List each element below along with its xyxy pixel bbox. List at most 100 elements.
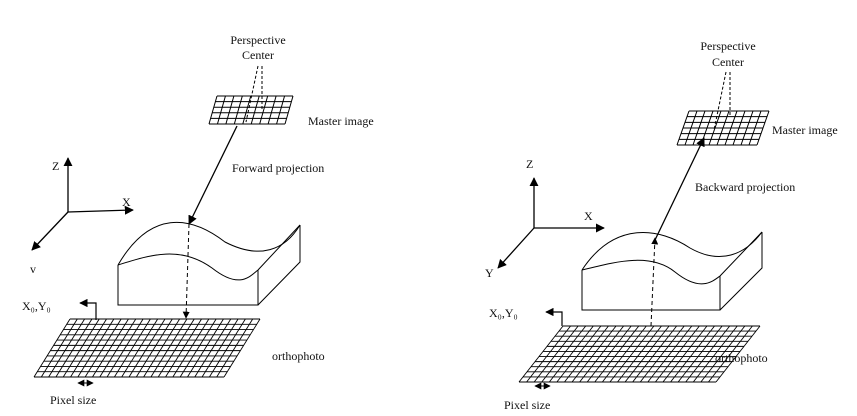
grid-line <box>225 95 235 125</box>
perspective-center-label: Center <box>242 48 274 62</box>
grid-line <box>692 325 738 383</box>
origin-arrow <box>79 298 97 320</box>
forward-projection-panel: Perspective Center Master image Forward … <box>22 33 374 407</box>
grid-line <box>121 318 159 378</box>
grid-line <box>208 95 218 125</box>
grid-line <box>70 318 107 378</box>
projection-label: Backward projection <box>695 180 795 194</box>
z-axis-label: Z <box>52 159 59 173</box>
grid-line <box>685 325 731 383</box>
projection-label: Forward projection <box>232 161 324 175</box>
perspective-center-label: Perspective <box>230 33 285 47</box>
grid-line <box>92 318 129 378</box>
grid-line <box>77 318 115 378</box>
grid-line <box>150 318 188 378</box>
origin-label: X₀,Y₀ <box>22 299 51 313</box>
grid-line <box>157 318 195 378</box>
grid-line <box>639 325 685 383</box>
grid-line <box>579 325 624 383</box>
grid-line <box>276 95 286 125</box>
grid-line <box>715 325 761 383</box>
grid-line <box>84 318 122 378</box>
vertical-projection-line <box>182 223 190 319</box>
grid-line <box>518 325 564 383</box>
grid-line <box>624 325 670 383</box>
grid-line <box>662 325 708 383</box>
grid-line <box>209 318 246 378</box>
perspective-ray <box>245 65 259 123</box>
y-axis-label: Y <box>485 266 494 280</box>
master-image-label: Master image <box>772 123 838 137</box>
grid-line <box>564 325 609 383</box>
grid-line <box>242 95 252 125</box>
grid-line <box>284 95 294 125</box>
grid-line <box>187 318 224 378</box>
grid-line <box>48 318 85 378</box>
grid-line <box>179 318 217 378</box>
grid-line <box>106 318 144 378</box>
grid-line <box>223 318 261 378</box>
terrain-surface <box>117 221 301 306</box>
grid-line <box>259 95 269 125</box>
backward-projection-panel: Perspective Center Master image Backward… <box>485 39 838 412</box>
grid-line <box>708 325 753 383</box>
grid-line <box>267 95 277 125</box>
x-axis-label: X <box>122 195 131 209</box>
grid-line <box>99 318 137 378</box>
grid-line <box>40 318 78 378</box>
grid-line <box>609 325 655 383</box>
grid-line <box>601 325 647 383</box>
master-image-label: Master image <box>308 114 374 128</box>
grid-line <box>586 325 632 383</box>
grid-line <box>548 325 594 383</box>
grid-line <box>556 325 602 383</box>
backward-projection-arrow <box>654 137 705 241</box>
master-image-grid <box>676 110 770 146</box>
grid-line <box>165 318 202 378</box>
vertical-projection-line <box>650 237 659 327</box>
forward-projection-arrow <box>188 125 238 225</box>
origin-label: X₀,Y₀ <box>489 306 518 320</box>
grid-line <box>143 318 180 378</box>
grid-line <box>128 318 166 378</box>
coordinate-axes <box>31 157 134 251</box>
grid-line <box>526 325 571 383</box>
grid-line <box>700 325 746 383</box>
z-axis-label: Z <box>526 157 533 171</box>
grid-line <box>670 325 715 383</box>
grid-line <box>201 318 239 378</box>
grid-line <box>571 325 617 383</box>
grid-line <box>632 325 678 383</box>
orthophoto-label: orthophoto <box>272 349 325 363</box>
grid-line <box>172 318 210 378</box>
pixel-size-label: Pixel size <box>50 393 96 407</box>
perspective-center-label: Center <box>712 55 744 69</box>
orthophoto-grid <box>33 318 261 378</box>
grid-line <box>216 318 254 378</box>
grid-line <box>533 325 579 383</box>
perspective-ray <box>713 71 727 131</box>
grid-line <box>594 325 640 383</box>
grid-line <box>541 325 587 383</box>
grid-line <box>55 318 93 378</box>
coordinate-axes <box>497 177 605 269</box>
grid-line <box>194 318 232 378</box>
grid-line <box>617 325 662 383</box>
grid-line <box>655 325 700 383</box>
x-axis-label: X <box>584 209 593 223</box>
grid-line <box>250 95 260 125</box>
grid-line <box>677 325 723 383</box>
grid-line <box>233 95 243 125</box>
terrain-surface <box>581 231 763 311</box>
grid-line <box>62 318 100 378</box>
grid-line <box>216 95 226 125</box>
perspective-center-label: Perspective <box>700 39 755 53</box>
orthophoto-label: orthophoto <box>715 351 768 365</box>
origin-arrow <box>545 307 563 326</box>
grid-line <box>647 325 693 383</box>
y-axis-label: v <box>30 262 36 276</box>
grid-line <box>135 318 173 378</box>
pixel-size-label: Pixel size <box>504 398 550 412</box>
grid-line <box>114 318 151 378</box>
